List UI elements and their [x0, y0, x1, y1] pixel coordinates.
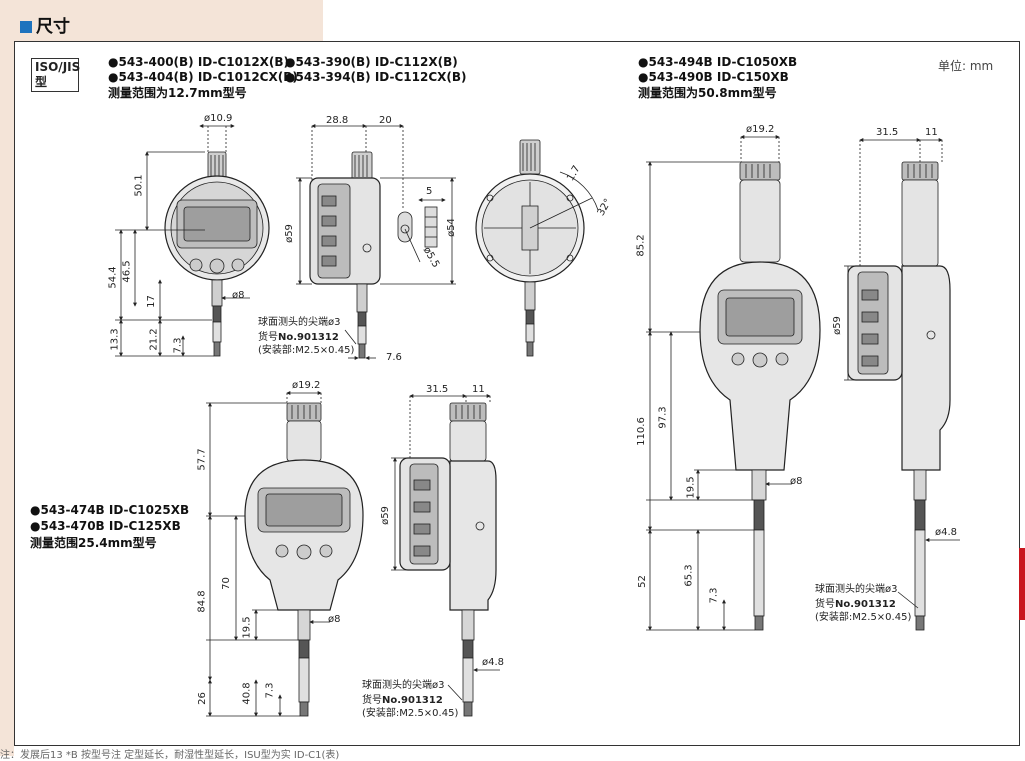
gauge-12-7-front [115, 124, 270, 357]
dim-label: 85.2 [635, 234, 647, 257]
dim-label: 31.5 [426, 384, 449, 395]
dim-label: ø59 [379, 506, 391, 525]
section-title-text: 尺寸 [36, 17, 70, 37]
gauge-12-7-side [296, 124, 456, 360]
dim-label: 97.3 [657, 406, 669, 429]
range-label-50-8: 测量范围为50.8mm型号 [638, 86, 777, 100]
range-label-12-7: 测量范围为12.7mm型号 [108, 86, 247, 100]
dim-label: 28.8 [326, 115, 349, 126]
dim-label: 21.2 [148, 328, 160, 351]
model-543-404: ●543-404(B) ID-C1012CX(B) [108, 70, 298, 84]
dim-label: 11 [472, 384, 485, 395]
dim-label: 31.5 [876, 127, 899, 138]
dim-label: 57.7 [196, 448, 208, 471]
dim-label: 26 [196, 692, 208, 705]
dim-label: 19.5 [685, 476, 697, 499]
drawing-frame [14, 41, 1020, 746]
note-mount-50-8: (安装部:M2.5×0.45) [815, 612, 912, 623]
note-part-50-8: 货号No.901312 [815, 599, 896, 610]
page-margin-strip [0, 44, 14, 756]
dim-label: ø19.2 [292, 380, 321, 391]
model-543-394: ●543-394(B) ID-C112CX(B) [285, 70, 467, 84]
dim-label: ø8 [328, 614, 341, 625]
model-543-494b: ●543-494B ID-C1050XB [638, 55, 798, 69]
dim-label: 46.5 [121, 260, 133, 283]
section-tab-background [0, 0, 323, 44]
model-543-474b: ●543-474B ID-C1025XB [30, 503, 190, 517]
dim-label: ø4.8 [482, 657, 505, 668]
note-part-25-4: 货号No.901312 [362, 695, 443, 706]
section-title: 尺寸 [20, 12, 70, 37]
dim-label: 70 [220, 577, 232, 590]
unit-label: 单位: mm [938, 59, 994, 73]
dim-label: 84.8 [196, 590, 208, 613]
note-tip-12-7: 球面测头的尖端ø3 [258, 317, 341, 328]
note-mount-25-4: (安装部:M2.5×0.45) [362, 708, 459, 719]
model-543-400: ●543-400(B) ID-C1012X(B) [108, 55, 290, 69]
note-mount-12-7: (安装部:M2.5×0.45) [258, 345, 355, 356]
gauge-12-7-back [475, 139, 599, 357]
dim-label: ø54 [445, 218, 457, 237]
dim-label: 7.3 [264, 682, 276, 699]
gauge-25-4-front [206, 391, 364, 717]
page-edge-tab [1019, 548, 1025, 620]
dim-label: 7.6 [386, 352, 402, 363]
dim-label: 52 [636, 575, 648, 588]
dim-label: 20 [379, 115, 392, 126]
range-label-25-4: 测量范围25.4mm型号 [30, 536, 157, 550]
model-543-490b: ●543-490B ID-C150XB [638, 70, 789, 84]
model-543-470b: ●543-470B ID-C125XB [30, 519, 181, 533]
dim-label: 17 [145, 295, 157, 308]
note-tip-25-4: 球面测头的尖端ø3 [362, 680, 445, 691]
dim-label: ø19.2 [746, 124, 775, 135]
note-tip-50-8: 球面测头的尖端ø3 [815, 584, 898, 595]
section-marker-icon [20, 21, 32, 33]
dim-label: 110.6 [635, 417, 647, 446]
gauge-50-8-side [844, 138, 960, 631]
dim-label: 11 [925, 127, 938, 138]
dim-label: ø10.9 [204, 113, 233, 124]
dim-label: 5 [426, 186, 433, 197]
model-543-390: ●543-390(B) ID-C112X(B) [285, 55, 458, 69]
dim-label: 7.3 [172, 337, 184, 354]
gauge-25-4-side [391, 394, 500, 717]
dim-label: ø59 [283, 224, 295, 243]
dim-label: 54.4 [107, 266, 119, 289]
dim-label: 40.8 [241, 682, 253, 705]
dim-label: 13.3 [109, 328, 121, 351]
gauge-50-8-front [646, 135, 821, 631]
dim-label: ø59 [831, 316, 843, 335]
dim-label: ø4.8 [935, 527, 958, 538]
note-part-12-7: 货号No.901312 [258, 332, 339, 343]
dim-label: 19.5 [241, 616, 253, 639]
dim-label: ø8 [232, 290, 245, 301]
dim-label: 50.1 [133, 174, 145, 197]
dim-label: ø8 [790, 476, 803, 487]
footnote: 注：发展后13 *B 按型号注 定型延长，耐湿性型延长，ISU型为实 ID-C1… [0, 750, 340, 761]
dim-label: 7.3 [708, 587, 720, 604]
dim-label: 65.3 [683, 564, 695, 587]
